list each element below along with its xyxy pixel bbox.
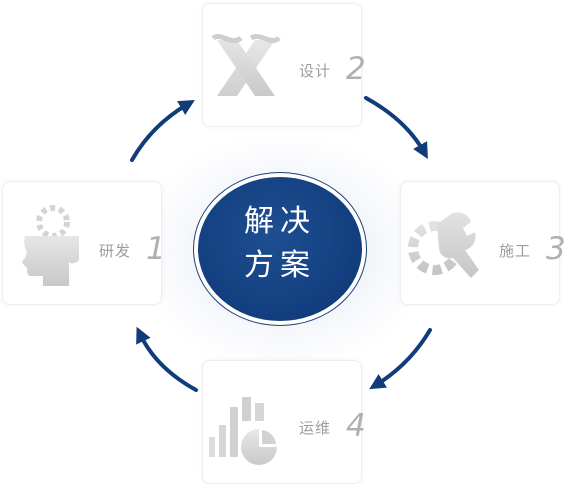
step-number: 4 [346, 408, 366, 444]
step-card-operations[interactable]: 运维 4 [202, 360, 366, 484]
arrow-rnd-to-design [130, 99, 195, 162]
step-label: 设计 [299, 62, 332, 80]
step-card-rnd[interactable]: 研发 1 [2, 181, 166, 305]
arrow-construction-to-operations [369, 328, 432, 390]
step-card-construction[interactable]: 施工 3 [400, 181, 566, 305]
center-title-line-2: 方案 [244, 248, 316, 283]
step-card-design[interactable]: 设计 2 [202, 3, 366, 127]
center-title-line-1: 解决 [244, 204, 316, 239]
step-number: 3 [546, 231, 566, 267]
step-number: 1 [146, 231, 166, 267]
wrench-gear-icon [408, 212, 479, 278]
arrow-design-to-construction [364, 96, 428, 159]
bar-pie-chart-icon [209, 397, 277, 465]
design-tool-icon [211, 34, 281, 96]
step-number: 2 [346, 51, 366, 87]
head-gear-icon [22, 205, 79, 286]
arrow-operations-to-rnd [136, 326, 198, 392]
center-badge[interactable] [198, 177, 362, 321]
step-label: 运维 [299, 419, 332, 437]
step-label: 研发 [99, 242, 132, 260]
step-label: 施工 [499, 242, 532, 260]
